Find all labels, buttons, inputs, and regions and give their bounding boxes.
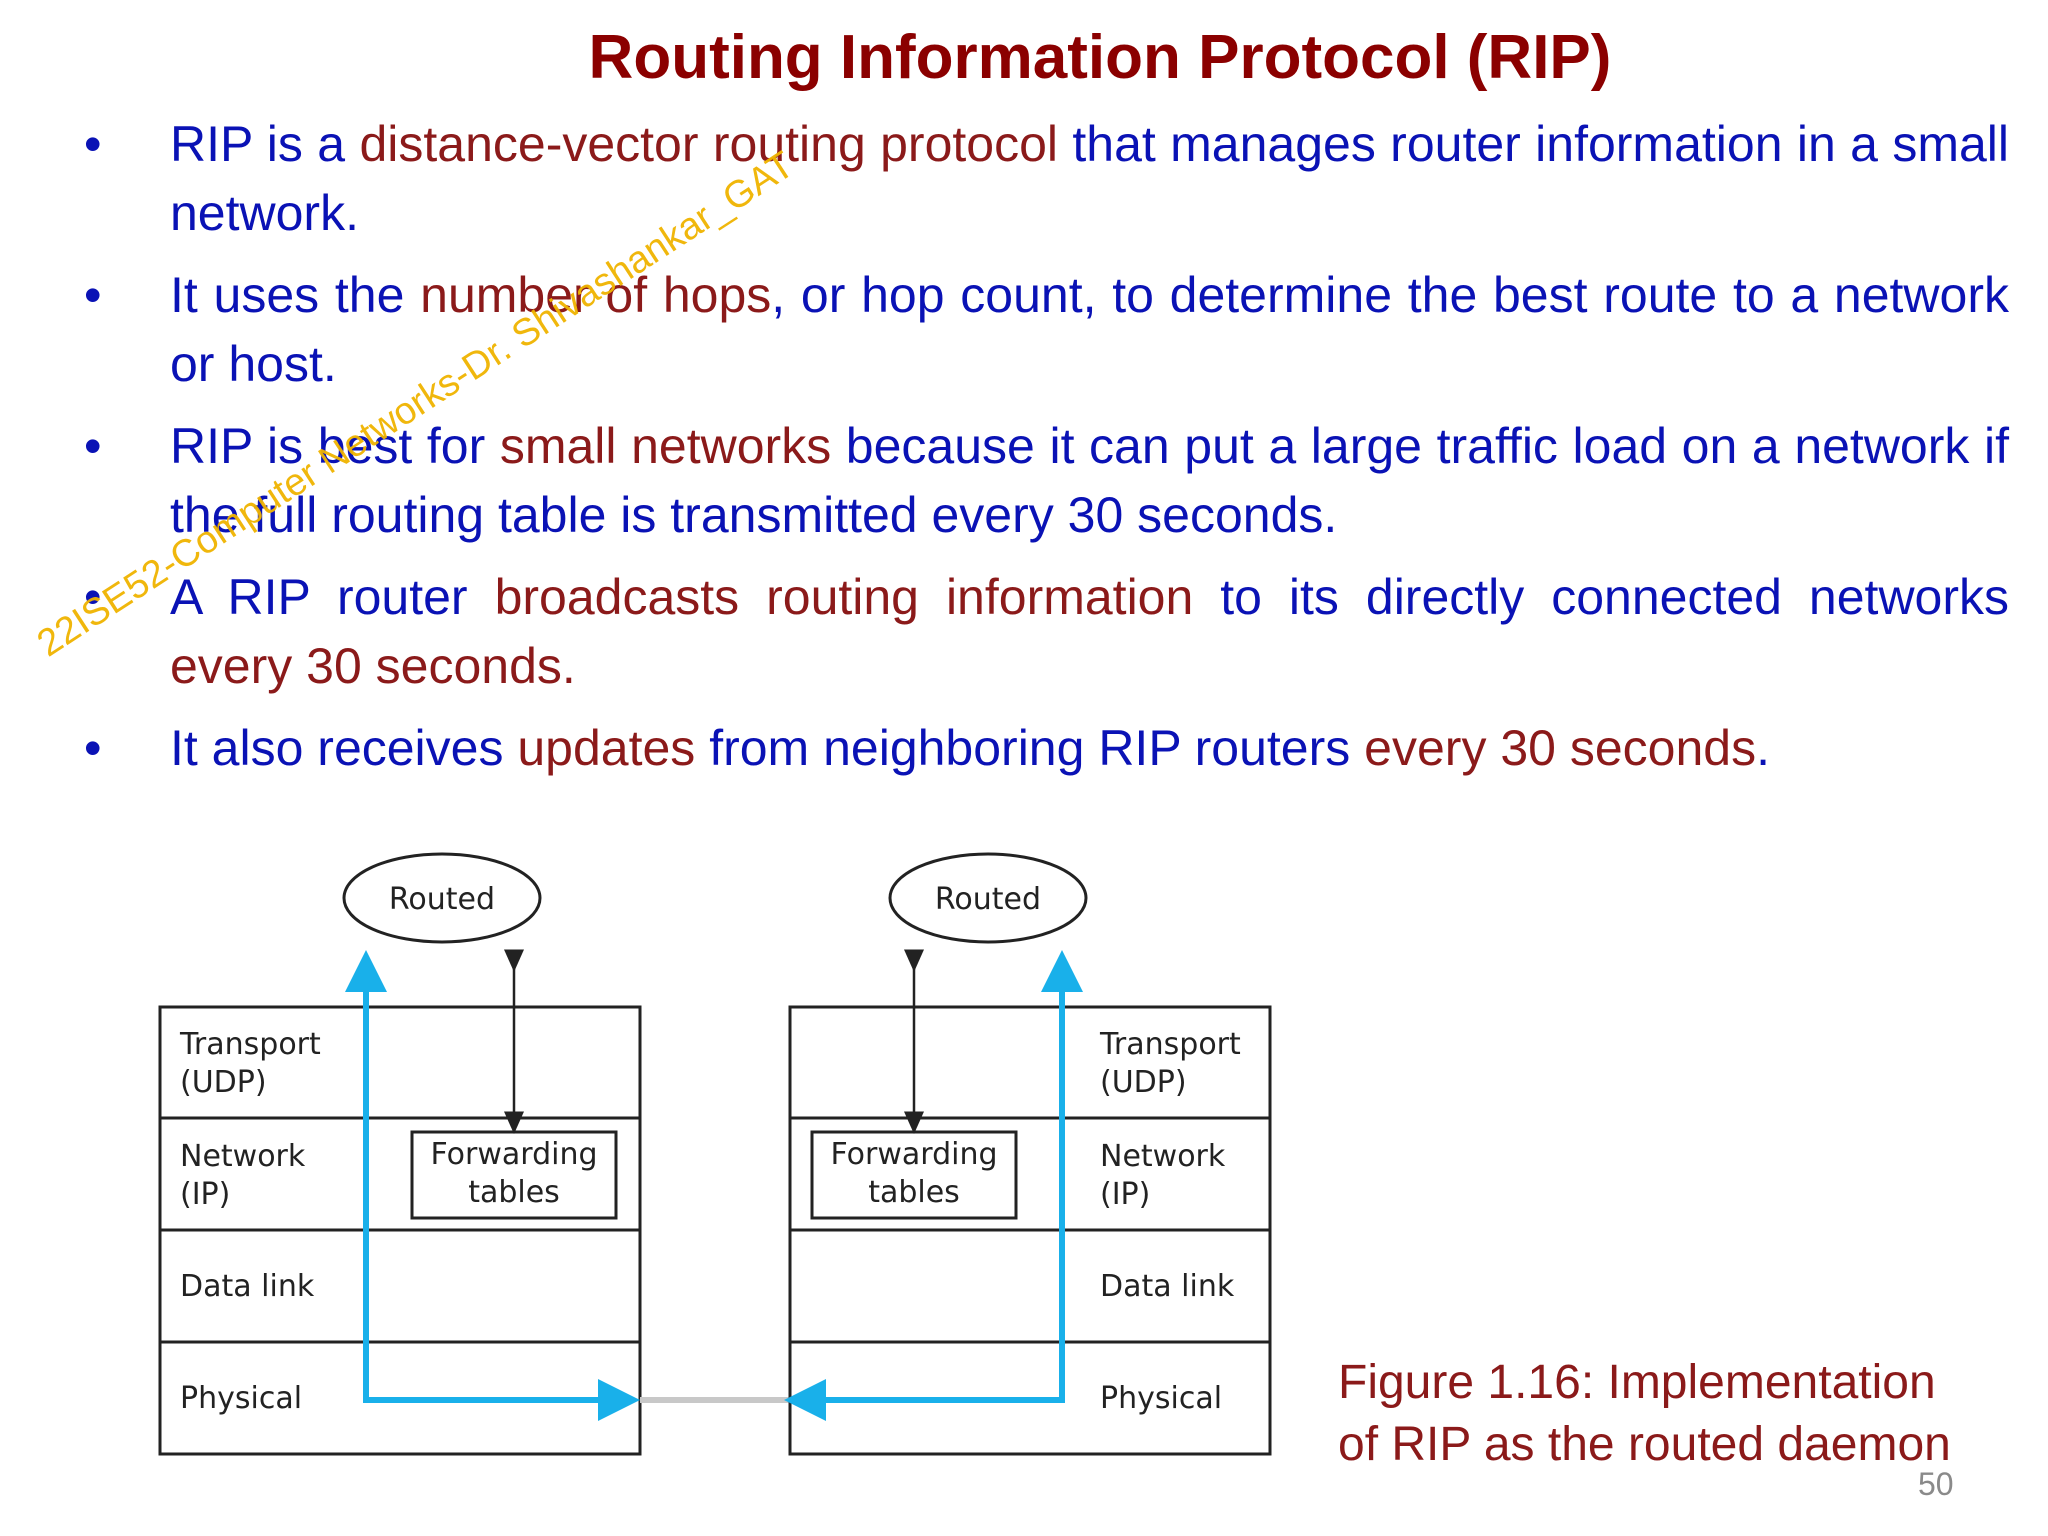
bullet-text-segment: broadcasts routing information	[494, 569, 1194, 625]
bullet-text-segment: number of hops	[420, 267, 772, 323]
ip-label-left: (IP)	[180, 1177, 230, 1212]
bullet-text-segment: RIP is a	[170, 116, 360, 172]
transport-label-right: Transport	[1099, 1027, 1241, 1062]
bullet-text-segment: updates	[517, 720, 696, 776]
bullet-text-segment: every 30 seconds	[1364, 720, 1757, 776]
physical-label-right: Physical	[1100, 1381, 1222, 1416]
bullet-text-segment: A RIP router	[170, 569, 495, 625]
rip-update-path-right	[802, 968, 1065, 1403]
bullet-text-segment: every 30 seconds.	[170, 638, 576, 694]
bullet-dot: •	[84, 569, 102, 625]
page-number: 50	[1918, 1466, 1954, 1502]
rip-update-path-left	[345, 950, 630, 1403]
ip-label-right: (IP)	[1100, 1177, 1150, 1212]
bullet-text-segment: that manages router information in a sma…	[170, 116, 2009, 241]
slide-title: Routing Information Protocol (RIP)	[588, 23, 1612, 92]
udp-label-right: (UDP)	[1100, 1065, 1187, 1100]
bullet-text-segment: to its directly connected networks	[1193, 569, 2010, 625]
routed-ellipse-right	[888, 852, 1088, 944]
bullet-item: • RIP is best for small networks because …	[84, 412, 2009, 550]
routed-label-right: Routed	[935, 882, 1041, 917]
bullet-list: • RIP is a distance-vector routing protoc…	[84, 110, 2009, 796]
transport-label-left: Transport	[179, 1027, 321, 1062]
forwarding-label-right: Forwarding	[830, 1137, 997, 1172]
tables-label-right: tables	[868, 1175, 960, 1210]
network-label-left: Network	[180, 1139, 306, 1174]
routed-ellipse-left	[342, 852, 542, 944]
bullet-text-segment: It also receives	[170, 720, 518, 776]
forwarding-label-left: Forwarding	[430, 1137, 597, 1172]
bullet-item: • A RIP router broadcasts routing informa…	[84, 563, 2009, 701]
physical-label-left: Physical	[180, 1381, 302, 1416]
bullet-text-segment: RIP is best for	[170, 418, 500, 474]
routed-label-left: Routed	[389, 882, 495, 917]
bullet-text-segment: , or hop count, to determine the best ro…	[170, 267, 2009, 392]
bullet-text-segment: from neighboring RIP routers	[695, 720, 1365, 776]
bullet-item: • It uses the number of hops, or hop coun…	[84, 261, 2009, 399]
bullet-text-segment: because it can put a large traffic load …	[170, 418, 2009, 543]
bullet-dot: •	[84, 418, 102, 474]
udp-label-left: (UDP)	[180, 1065, 267, 1100]
network-label-right: Network	[1100, 1139, 1226, 1174]
bullet-dot: •	[84, 116, 102, 172]
bullet-dot: •	[84, 720, 102, 776]
tables-label-left: tables	[468, 1175, 560, 1210]
forwarding-tables-right	[810, 1130, 1018, 1220]
bullet-text-segment: distance-vector routing protocol	[359, 116, 1058, 172]
bullet-item: • It also receives updates from neighbori…	[84, 714, 2009, 783]
bullet-text-segment: small networks	[499, 418, 832, 474]
bullet-text-segment: It uses the	[170, 267, 421, 323]
bullet-dot: •	[84, 267, 102, 323]
datalink-label-left: Data link	[180, 1269, 315, 1304]
forwarding-tables-left	[410, 1130, 618, 1220]
bullet-item: • RIP is a distance-vector routing protoc…	[84, 110, 2009, 248]
figure-caption: Figure 1.16: Implementation of RIP as th…	[1338, 1356, 1951, 1471]
bullet-text-segment: .	[1756, 720, 1770, 776]
datalink-label-right: Data link	[1100, 1269, 1235, 1304]
